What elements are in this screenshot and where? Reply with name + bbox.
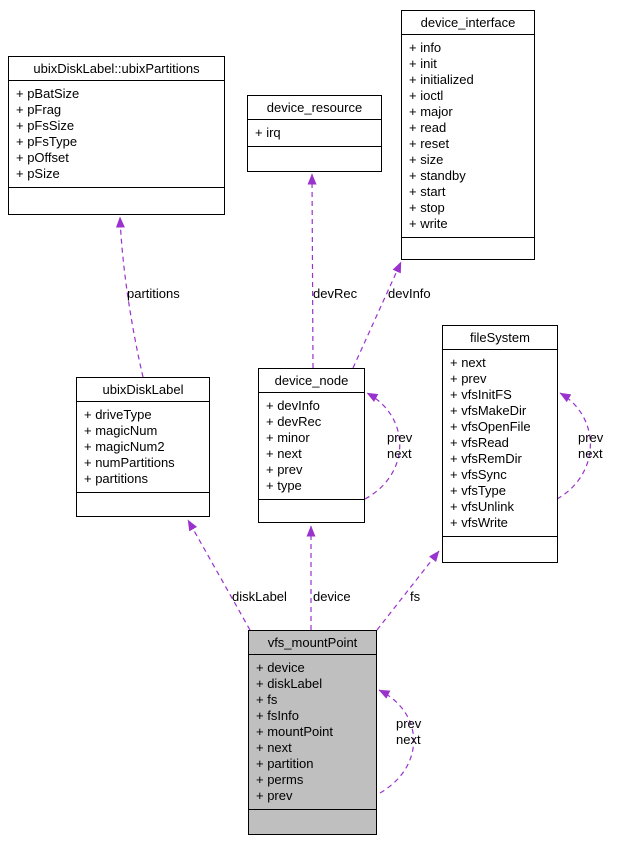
class-field: + pFsSize [16,118,75,133]
class-title: ubixDiskLabel::ubixPartitions [9,57,224,81]
edge-label-device: device [313,589,351,604]
class-field: + magicNum [84,423,158,438]
class-field: + prev [266,462,303,477]
class-empty-compartment [9,187,224,214]
edge-label-line: next [396,732,421,747]
edge-label-line: next [387,446,412,461]
class-field: + diskLabel [256,676,323,691]
class-box-device-resource[interactable]: device_resource + irq [247,95,382,172]
class-field: + next [450,355,486,370]
class-field: + vfsOpenFile [450,419,531,434]
edge-label-devrec: devRec [313,286,358,301]
class-fields: + info+ init+ initialized+ ioctl+ major+… [402,35,534,237]
class-fields: + next+ prev+ vfsInitFS+ vfsMakeDir+ vfs… [443,350,557,536]
class-box-device-interface[interactable]: device_interface + info+ init+ initializ… [401,10,535,260]
class-field: + info [409,40,442,55]
class-field: + pFsType [16,134,78,149]
class-box-filesystem[interactable]: fileSystem + next+ prev+ vfsInitFS+ vfsM… [442,325,558,563]
class-field: + fsInfo [256,708,299,723]
class-box-vfs-mountpoint[interactable]: vfs_mountPoint + device+ diskLabel+ fs+ … [248,630,377,835]
class-field: + vfsWrite [450,515,508,530]
class-field: + irq [255,125,281,140]
class-field: + vfsRemDir [450,451,522,466]
class-title: device_node [259,369,364,393]
class-field: + vfsUnlink [450,499,514,514]
class-fields: + devInfo+ devRec+ minor+ next+ prev+ ty… [259,393,364,499]
class-field: + pBatSize [16,86,80,101]
class-field: + driveType [84,407,152,422]
class-box-ubixdisklabel[interactable]: ubixDiskLabel + driveType+ magicNum+ mag… [76,377,210,517]
class-field: + prev [256,788,293,803]
edge-label-devinfo: devInfo [388,286,431,301]
class-field: + start [409,184,446,199]
edge-label-line: next [578,446,603,461]
class-field: + devInfo [266,398,320,413]
class-field: + ioctl [409,88,444,103]
edge-label-partitions: partitions [127,286,180,301]
edge-devinfo [352,261,402,369]
class-field: + mountPoint [256,724,333,739]
class-field: + partition [256,756,314,771]
edge-label-fs: fs [410,589,421,604]
class-fields: + pBatSize+ pFrag+ pFsSize+ pFsType+ pOf… [9,81,224,187]
class-field: + vfsSync [450,467,507,482]
class-field: + vfsInitFS [450,387,512,402]
edge-devrec [307,173,317,369]
class-empty-compartment [259,499,364,522]
class-title: vfs_mountPoint [249,631,376,655]
edge-fs [376,550,440,631]
class-field: + magicNum2 [84,439,165,454]
class-field: + reset [409,136,450,151]
class-field: + major [409,104,453,119]
class-field: + standby [409,168,466,183]
class-field: + vfsType [450,483,506,498]
class-field: + type [266,478,302,493]
class-field: + initialized [409,72,474,87]
edge-label-line: prev [396,716,422,731]
class-field: + pFrag [16,102,62,117]
class-field: + prev [450,371,487,386]
class-fields: + irq [248,120,381,146]
edge-label-disklabel: diskLabel [232,589,287,604]
class-title: ubixDiskLabel [77,378,209,402]
class-field: + partitions [84,471,148,486]
class-field: + vfsRead [450,435,509,450]
class-field: + fs [256,692,278,707]
class-field: + write [409,216,448,231]
class-title: device_interface [402,11,534,35]
class-field: + devRec [266,414,322,429]
class-title: fileSystem [443,326,557,350]
class-field: + next [256,740,292,755]
edge-label-line: prev [578,430,604,445]
class-field: + init [409,56,437,71]
class-field: + next [266,446,302,461]
class-field: + size [409,152,444,167]
edge-label-vfs-prev-next: prev next [396,716,421,748]
edge-label-filesystem-prev-next: prev next [578,430,603,462]
edge-disklabel [187,519,251,631]
class-empty-compartment [249,809,376,834]
class-field: + minor [266,430,310,445]
class-box-device-node[interactable]: device_node + devInfo+ devRec+ minor+ ne… [258,368,365,523]
class-field: + numPartitions [84,455,175,470]
class-field: + perms [256,772,304,787]
class-field: + pSize [16,166,60,181]
class-empty-compartment [248,146,381,171]
class-empty-compartment [77,492,209,516]
class-field: + pOffset [16,150,69,165]
class-title: device_resource [248,96,381,120]
edge-label-device-node-prev-next: prev next [387,430,412,462]
class-empty-compartment [402,237,534,259]
class-field: + stop [409,200,445,215]
class-field: + read [409,120,447,135]
class-box-ubixpartitions[interactable]: ubixDiskLabel::ubixPartitions + pBatSize… [8,56,225,215]
class-fields: + driveType+ magicNum+ magicNum2+ numPar… [77,402,209,492]
class-fields: + device+ diskLabel+ fs+ fsInfo+ mountPo… [249,655,376,809]
class-field: + device [256,660,305,675]
edge-label-line: prev [387,430,413,445]
class-empty-compartment [443,536,557,562]
class-field: + vfsMakeDir [450,403,527,418]
